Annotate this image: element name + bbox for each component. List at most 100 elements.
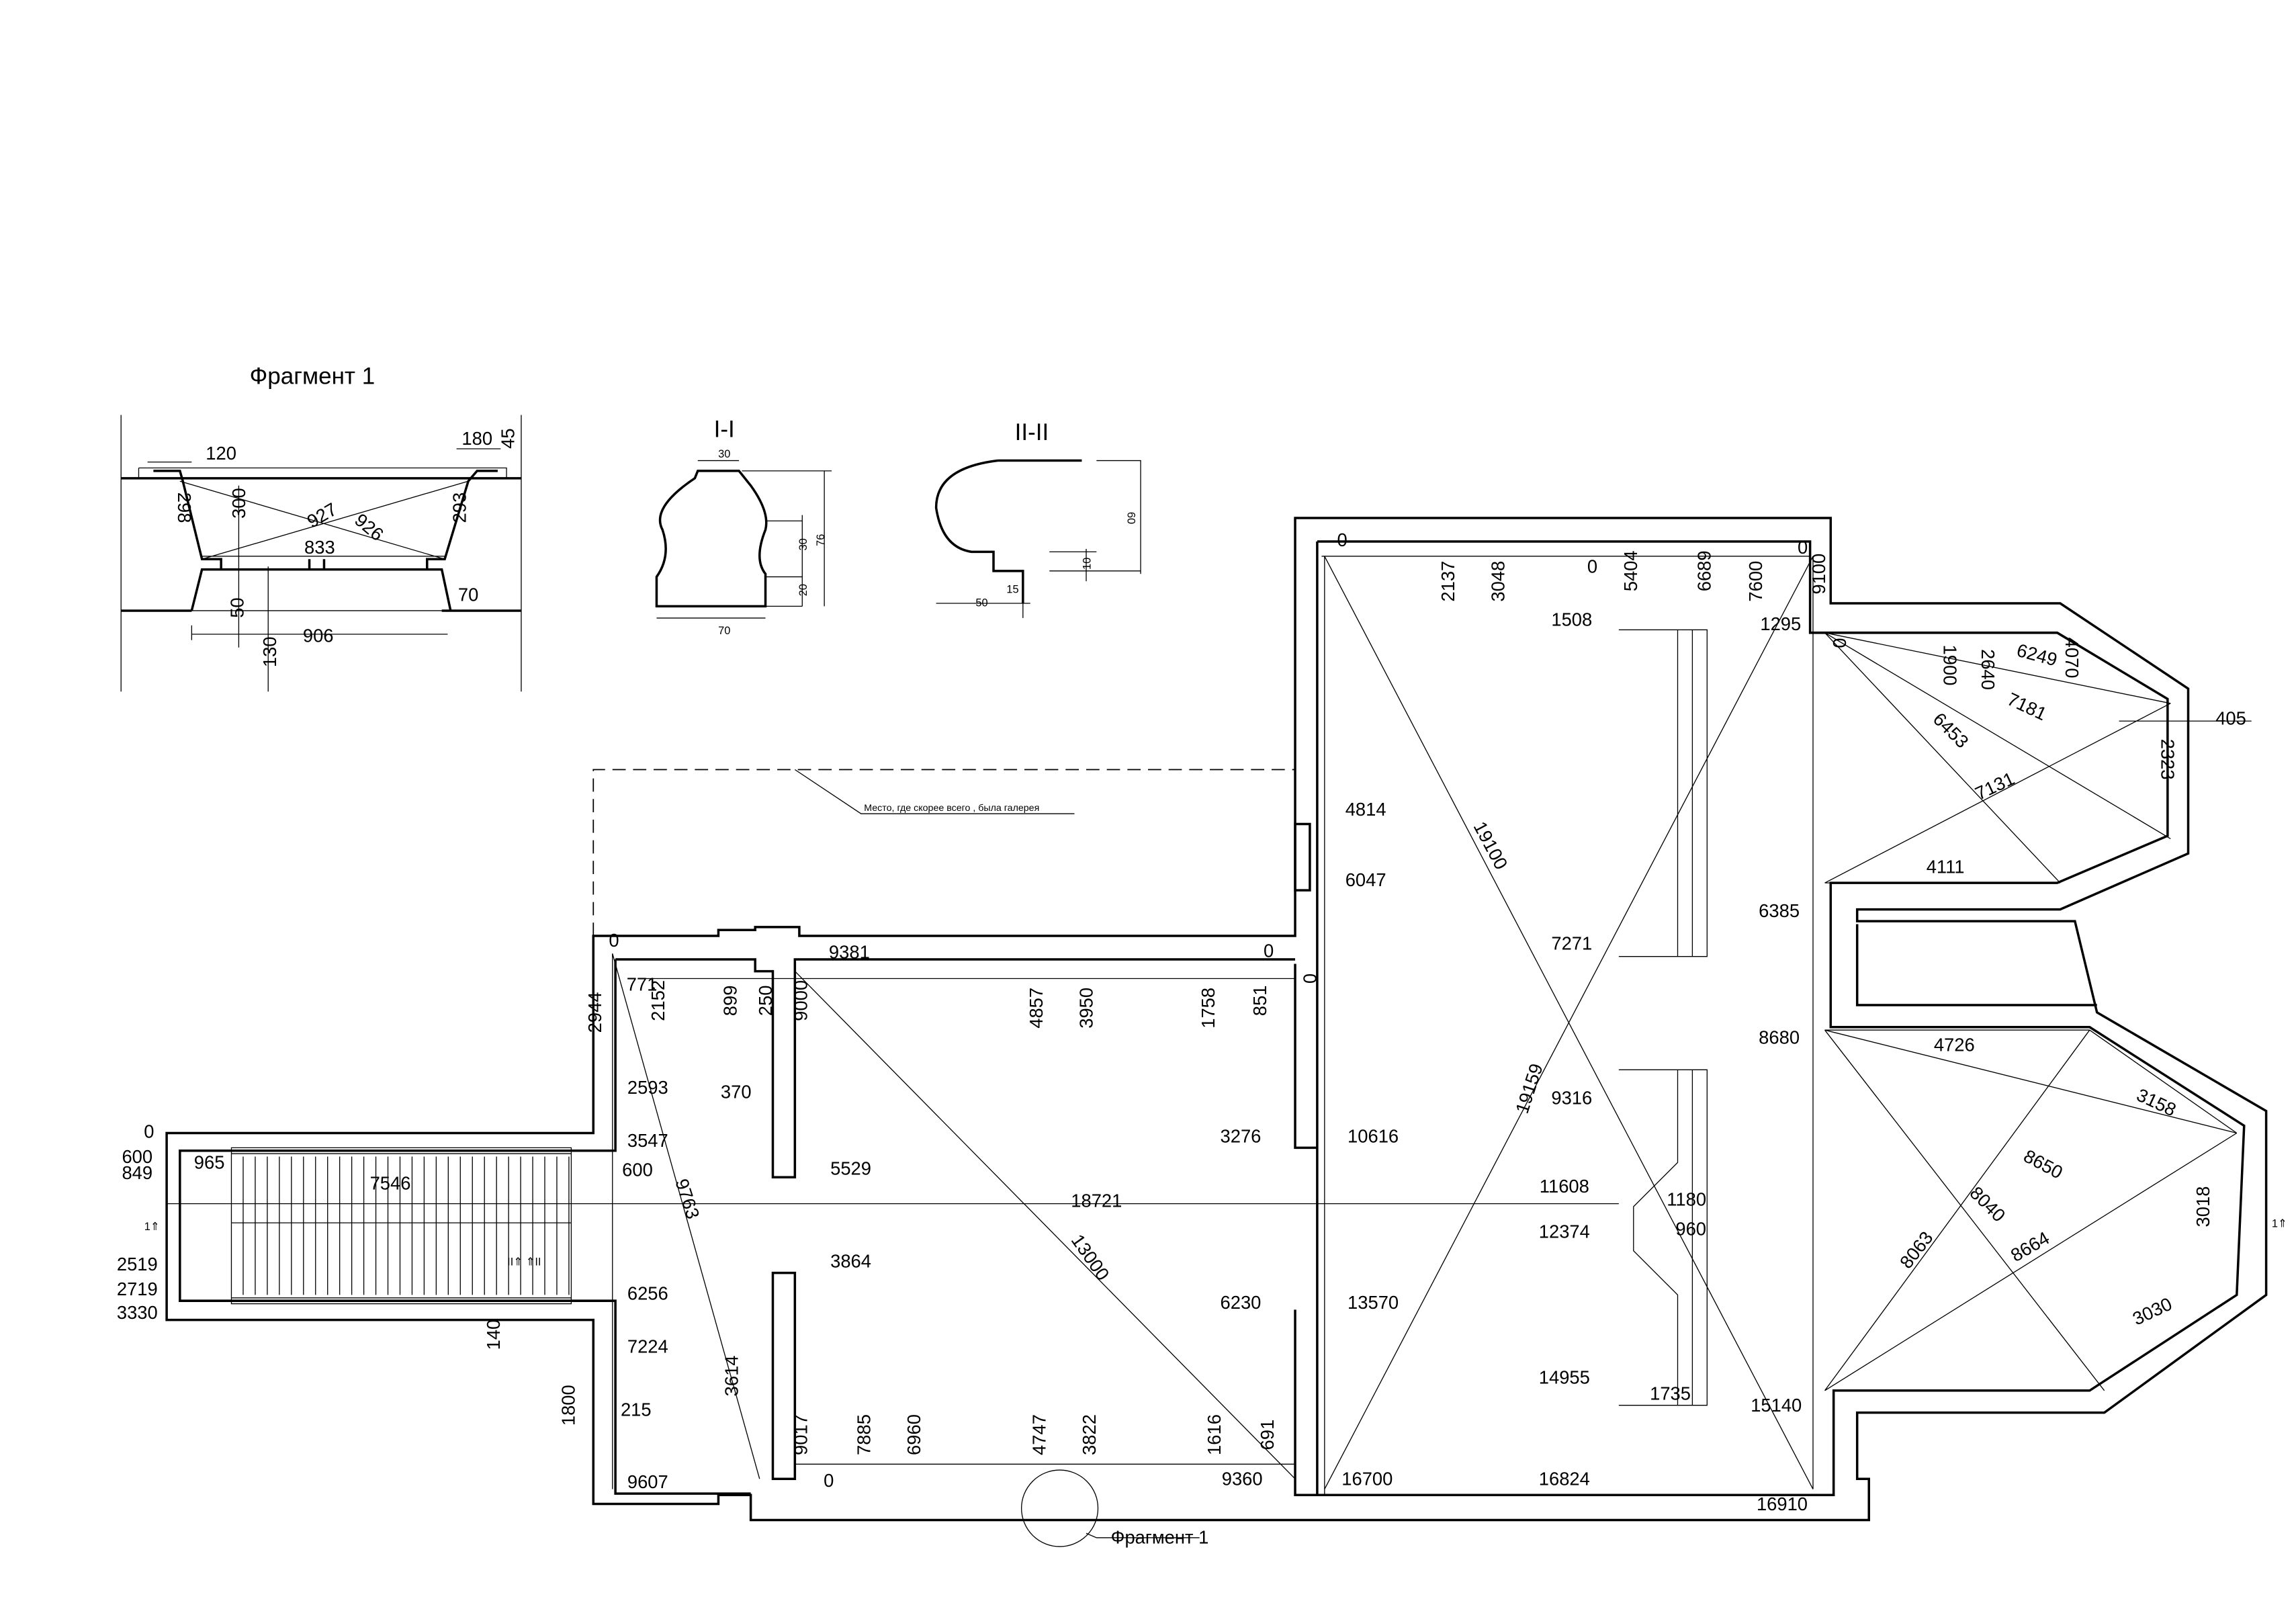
- dimension-label: 250: [755, 986, 776, 1016]
- dimension-label: 0: [1587, 556, 1597, 577]
- dimension-label: 16824: [1539, 1469, 1590, 1489]
- dimension-label: 6453: [1929, 708, 1973, 752]
- dimension-label: 300: [228, 488, 249, 519]
- dimension-label: 45: [498, 428, 519, 448]
- dimension-label: 7131: [1972, 768, 2017, 804]
- dimension-label: 833: [304, 537, 335, 558]
- dimension-label: 50: [975, 597, 987, 609]
- dimension-label: 4070: [2062, 638, 2082, 679]
- floor-plan-walls: [165, 517, 2268, 1547]
- dimension-label: 10616: [1348, 1125, 1399, 1146]
- dimension-label: 851: [1249, 986, 1270, 1016]
- dimension-label: 405: [2215, 707, 2246, 728]
- dimension-label: 1180: [1667, 1188, 1706, 1209]
- dimension-label: 4726: [1934, 1035, 1975, 1055]
- dimension-label: 9763: [671, 1176, 703, 1221]
- dimension-label: 16910: [1757, 1494, 1808, 1514]
- dimension-label: 3822: [1079, 1414, 1100, 1455]
- dimension-label: 76: [815, 534, 827, 546]
- dimension-label: 1295: [1760, 613, 1801, 634]
- dimension-label: 2519: [117, 1254, 158, 1274]
- dimension-label: 600: [622, 1160, 653, 1180]
- dimension-label: 9000: [791, 980, 811, 1021]
- section-1-profile: I-I: [655, 417, 832, 619]
- dimension-label: 600: [122, 1146, 152, 1167]
- dimension-label: 7224: [627, 1336, 668, 1357]
- dimension-label: 1616: [1204, 1414, 1225, 1455]
- dimension-label: 10: [1081, 558, 1094, 570]
- dimension-label: 3276: [1221, 1125, 1262, 1146]
- dimension-label: 7546: [370, 1172, 411, 1193]
- dimension-label: 926: [351, 509, 388, 545]
- dimension-label: 13000: [1067, 1230, 1114, 1284]
- dimension-label: 6256: [627, 1283, 668, 1304]
- fragment-callout-circle: [1020, 1469, 1099, 1547]
- dimension-label: 3330: [117, 1302, 158, 1323]
- dimension-label: 7181: [2004, 689, 2049, 725]
- dimension-label: 70: [458, 584, 478, 605]
- dimension-label: 70: [718, 625, 730, 637]
- gallery-annotation: Место, где скорее всего , была галерея: [864, 803, 1039, 814]
- dimension-label: 13570: [1348, 1292, 1399, 1313]
- section-1-title: I-I: [714, 417, 735, 443]
- dimension-label: 0: [1264, 940, 1274, 961]
- dimension-label: 3950: [1075, 988, 1096, 1029]
- dimension-label: 0: [609, 930, 619, 951]
- dimension-label: 2323: [2157, 739, 2178, 780]
- dimension-label: 849: [122, 1162, 152, 1183]
- dimension-label: 0: [1829, 638, 1850, 648]
- dimension-label: 1508: [1551, 609, 1592, 630]
- dimension-label: 4111: [1927, 856, 1965, 877]
- dimension-label: 50: [227, 597, 248, 617]
- section-2-profile: II-II: [934, 419, 1141, 618]
- dimension-label: 2593: [627, 1077, 668, 1098]
- dimension-label: 0: [1300, 973, 1321, 984]
- dimension-label: 0: [144, 1121, 154, 1142]
- section-2-title: II-II: [1015, 419, 1049, 445]
- dimension-label: 9017: [791, 1414, 811, 1455]
- dimension-label: 4814: [1345, 799, 1386, 820]
- dimension-label: 2640: [1978, 649, 1998, 690]
- dimension-label: 6249: [2015, 640, 2060, 670]
- dimension-label: 960: [1675, 1218, 1706, 1239]
- dimension-label: 9381: [829, 942, 870, 963]
- dimension-label: 130: [259, 636, 280, 667]
- dimension-label: 60: [1124, 512, 1137, 524]
- dimension-label: 1800: [558, 1385, 578, 1426]
- dimension-label: 20: [797, 584, 809, 596]
- dimension-label: 140: [483, 1319, 504, 1350]
- dimension-label: 15: [1006, 584, 1018, 596]
- dimension-label: 3018: [2193, 1186, 2213, 1227]
- dimension-label: 3030: [2129, 1293, 2175, 1330]
- dimension-label: 0: [1337, 529, 1348, 550]
- dimension-label: 6047: [1345, 869, 1386, 890]
- dimension-label: 370: [721, 1082, 752, 1102]
- dimension-label: 7271: [1551, 933, 1592, 953]
- dimension-label: 7885: [854, 1414, 875, 1455]
- dimension-label: 18721: [1071, 1191, 1122, 1211]
- dimension-label: 771: [627, 974, 658, 995]
- dimension-label: 5529: [830, 1158, 871, 1178]
- dimension-label: 8063: [1896, 1227, 1937, 1272]
- dimension-label: 180: [461, 428, 492, 449]
- dimension-label: 2944: [584, 992, 605, 1033]
- dimension-label: 0: [1798, 537, 1808, 558]
- dimension-label: 1758: [1198, 988, 1219, 1029]
- former-gallery-outline: [592, 769, 1296, 937]
- section-mark: 1⇑: [2272, 1218, 2287, 1230]
- stair-mark: II⇑ ⇑II: [507, 1256, 541, 1268]
- stair-mark: 1⇑: [144, 1221, 160, 1233]
- dimension-label: 1900: [1939, 645, 1960, 686]
- measurement-lines: [167, 556, 2252, 1496]
- dimension-label: 3158: [2133, 1084, 2179, 1121]
- dimension-label: 15140: [1751, 1395, 1802, 1416]
- dimension-label: 120: [206, 443, 236, 464]
- dimension-label: 9360: [1222, 1469, 1263, 1489]
- dimension-label: 8680: [1759, 1027, 1800, 1048]
- dimension-label: 6230: [1221, 1292, 1262, 1313]
- dimension-label: 3048: [1488, 561, 1509, 602]
- dimension-label: 6385: [1759, 900, 1800, 921]
- dimension-label: 906: [303, 625, 334, 646]
- fragment-title: Фрагмент 1: [250, 363, 376, 390]
